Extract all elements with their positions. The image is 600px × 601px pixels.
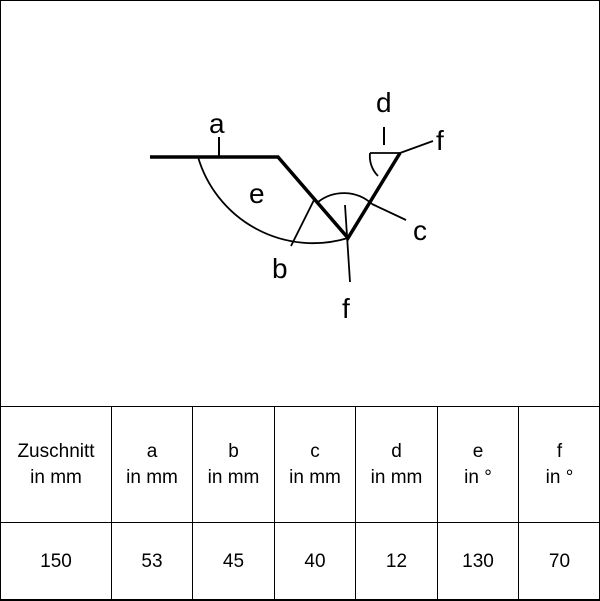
header-cell-a: a in mm (112, 407, 193, 523)
header-unit: in ° (519, 465, 600, 491)
header-cell-c: c in mm (275, 407, 356, 523)
header-name: b (193, 439, 274, 465)
dimension-b-line (291, 200, 314, 246)
header-unit: in mm (356, 465, 437, 491)
angle-f-lower-leader (345, 205, 350, 282)
header-name: e (438, 439, 518, 465)
angle-f-upper-leader (400, 141, 433, 153)
header-cell-f: f in ° (519, 407, 600, 523)
value-cell-f: 70 (519, 523, 600, 601)
value-cell-a: 53 (112, 523, 193, 601)
profile-diagram: a e b c d f f (0, 0, 600, 405)
header-cell-d: d in mm (356, 407, 438, 523)
label-d: d (376, 87, 392, 118)
label-e: e (249, 178, 265, 209)
value-cell-e: 130 (438, 523, 519, 601)
header-cell-zuschnitt: Zuschnitt in mm (1, 407, 112, 523)
header-name: a (112, 439, 192, 465)
header-unit: in ° (438, 465, 518, 491)
label-c: c (413, 215, 427, 246)
profile-line (150, 153, 400, 238)
value-cell-d: 12 (356, 523, 438, 601)
header-name: c (275, 439, 355, 465)
label-b: b (272, 253, 288, 284)
value-cell-c: 40 (275, 523, 356, 601)
angle-e-arc (198, 157, 348, 243)
value-cell-b: 45 (193, 523, 275, 601)
header-cell-e: e in ° (438, 407, 519, 523)
header-name: d (356, 439, 437, 465)
label-a: a (209, 108, 225, 139)
header-unit: in mm (112, 465, 192, 491)
dimension-table: Zuschnitt in mm a in mm b in mm c in mm … (0, 406, 600, 601)
header-name: Zuschnitt (1, 439, 111, 465)
label-f-lower: f (342, 293, 350, 324)
angle-f-upper-arc (370, 153, 378, 176)
angle-f-lower-arc (318, 193, 372, 204)
header-name: f (519, 439, 600, 465)
dimension-c-line (372, 204, 406, 220)
header-unit: in mm (275, 465, 355, 491)
header-unit: in mm (193, 465, 274, 491)
value-cell-zuschnitt: 150 (1, 523, 112, 601)
table-value-row: 150 53 45 40 12 130 70 (1, 523, 600, 601)
header-cell-b: b in mm (193, 407, 275, 523)
table-header-row: Zuschnitt in mm a in mm b in mm c in mm … (1, 407, 600, 523)
header-unit: in mm (1, 465, 111, 491)
label-f-upper: f (436, 125, 444, 156)
